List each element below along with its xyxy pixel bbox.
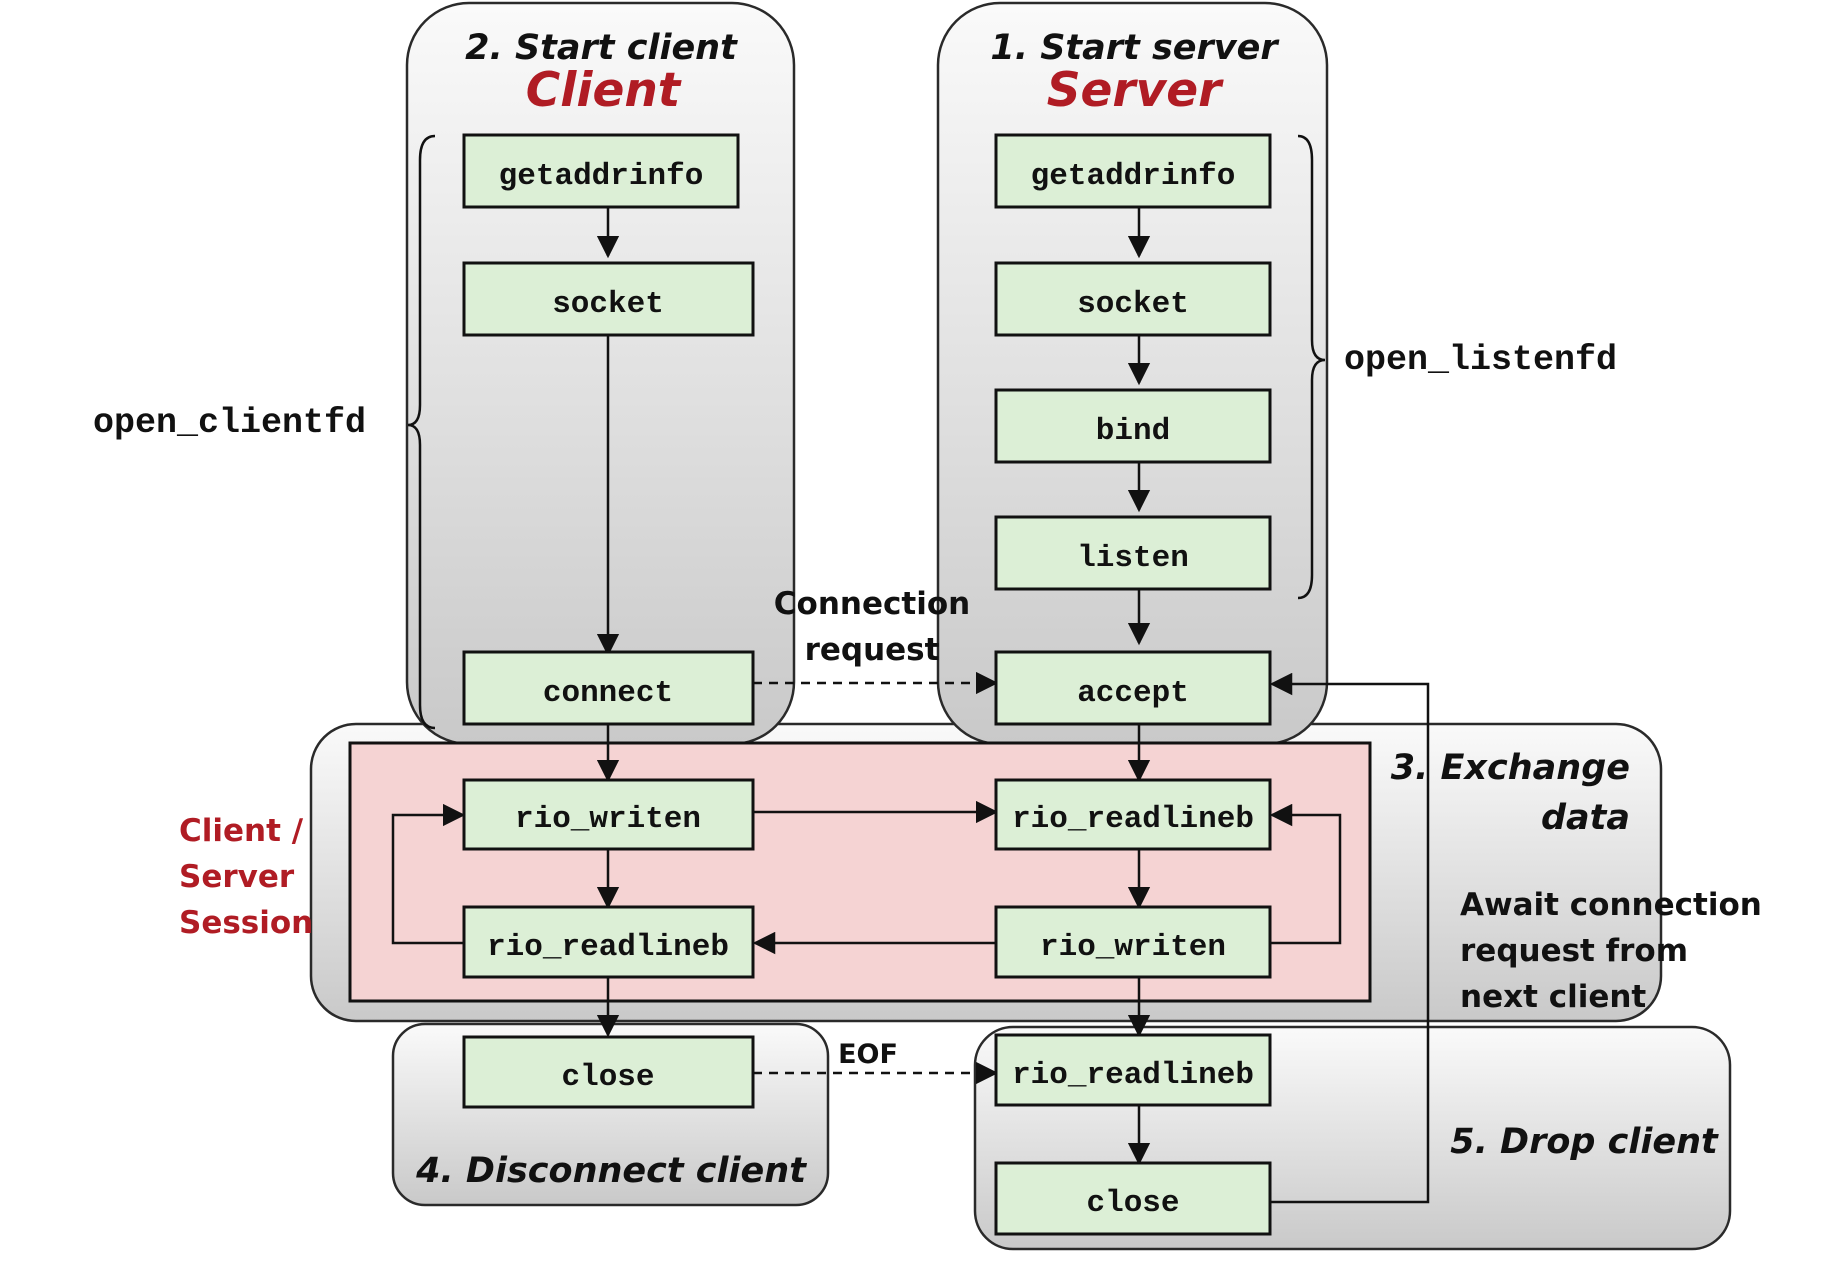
server-step-label: 1. Start server (990, 28, 1280, 68)
client-title: Client (526, 63, 682, 118)
session-label-line1: Client / (179, 813, 304, 849)
edge-server-loop (1269, 803, 1342, 945)
server-socket-box: socket (994, 261, 1272, 337)
client-socket-box: socket (462, 261, 755, 337)
open-clientfd-label: open_clientfd (93, 403, 366, 443)
session-label-line2: Server (179, 859, 295, 895)
open-listenfd-label: open_listenfd (1344, 340, 1617, 380)
edge-client-loop (391, 803, 466, 945)
server-brace (1297, 134, 1326, 600)
server-close-box: close (994, 1161, 1272, 1236)
client-step-label: 2. Start client (465, 28, 738, 68)
await-label-line2: request from (1460, 933, 1688, 969)
connection-request-label-line1: Connection (774, 586, 970, 622)
server-socket-label: socket (1077, 287, 1189, 322)
client-connect-label: connect (543, 676, 673, 711)
client-brace (407, 134, 436, 730)
server-accept-label: accept (1077, 676, 1189, 711)
client-getaddrinfo-box: getaddrinfo (462, 133, 740, 209)
server-title: Server (1047, 63, 1224, 118)
client-socket-label: socket (552, 287, 664, 322)
server-rio-readlineb-eof-label: rio_readlineb (1012, 1058, 1254, 1093)
client-rio-writen-label: rio_writen (515, 802, 701, 837)
server-accept-box: accept (994, 650, 1272, 726)
server-rio-readlineb-eof-box: rio_readlineb (994, 1033, 1272, 1107)
client-close-box: close (462, 1035, 755, 1109)
exchange-label-line2: data (1541, 798, 1630, 838)
edge-close-back-to-accept (1269, 672, 1430, 1204)
client-close-label: close (561, 1060, 654, 1095)
server-listen-label: listen (1077, 541, 1189, 576)
client-connect-box: connect (462, 650, 755, 726)
drop-client-label: 5. Drop client (1450, 1122, 1719, 1162)
connection-request-label-line2: request (805, 632, 940, 668)
client-rio-writen-box: rio_writen (462, 778, 755, 851)
server-close-label: close (1086, 1186, 1179, 1221)
session-label-line3: Session (179, 905, 313, 941)
server-bind-label: bind (1096, 414, 1170, 449)
await-label-line1: Await connection (1460, 887, 1762, 923)
server-getaddrinfo-box: getaddrinfo (994, 133, 1272, 209)
disconnect-client-label: 4. Disconnect client (415, 1151, 807, 1191)
exchange-label-line1: 3. Exchange (1391, 748, 1630, 788)
await-label-line3: next client (1460, 979, 1646, 1015)
server-listen-box: listen (994, 515, 1272, 591)
server-rio-readlineb-label: rio_readlineb (1012, 802, 1254, 837)
client-rio-readlineb-label: rio_readlineb (487, 930, 729, 965)
eof-label: EOF (838, 1039, 898, 1070)
server-getaddrinfo-label: getaddrinfo (1031, 159, 1236, 194)
client-rio-readlineb-box: rio_readlineb (462, 905, 755, 979)
server-rio-readlineb-box: rio_readlineb (994, 778, 1272, 851)
server-bind-box: bind (994, 388, 1272, 464)
server-rio-writen-label: rio_writen (1040, 930, 1226, 965)
server-rio-writen-box: rio_writen (994, 905, 1272, 979)
client-getaddrinfo-label: getaddrinfo (499, 159, 704, 194)
